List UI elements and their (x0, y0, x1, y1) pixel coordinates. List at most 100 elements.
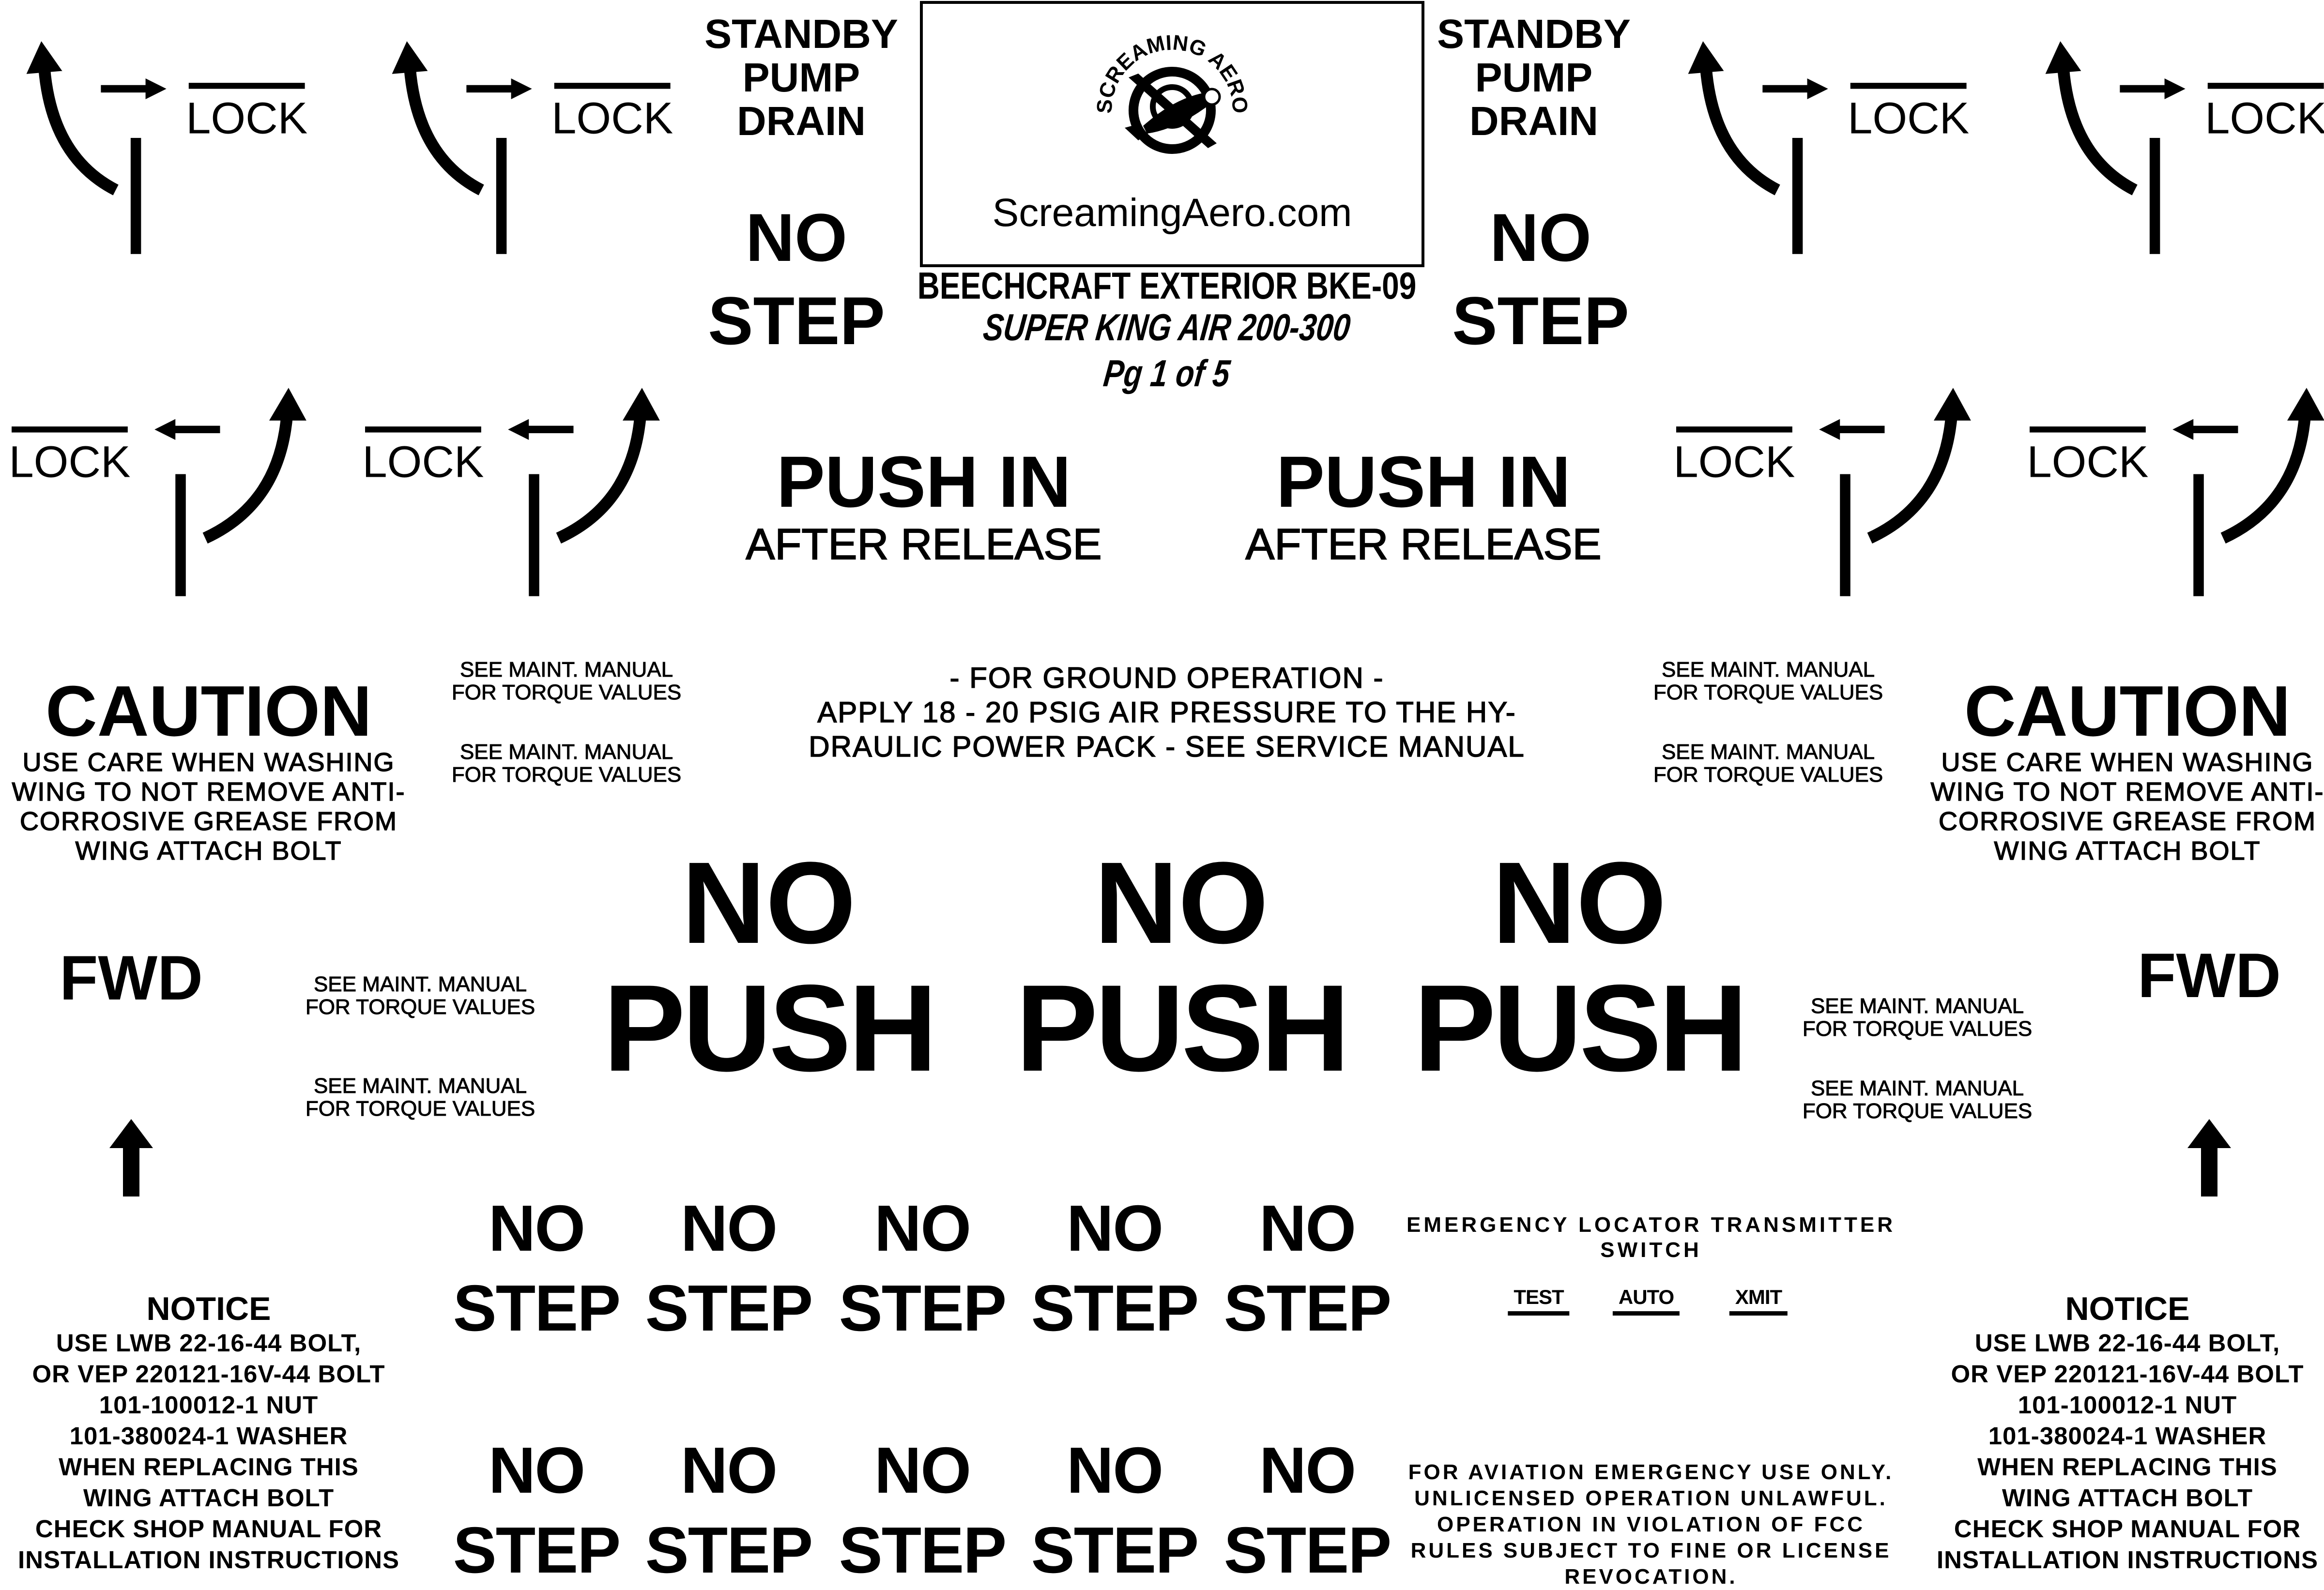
no-step-top-right: NO STEP (1452, 196, 1629, 363)
line: USE CARE WHEN WASHING (1941, 747, 2314, 777)
lock-label: LOCK (551, 93, 673, 143)
lever-bar (496, 137, 507, 254)
line: RULES SUBJECT TO FINE OR LICENSE (1410, 1539, 1892, 1562)
no-text: NO (680, 1434, 778, 1507)
line: FOR TORQUE VALUES (305, 1097, 535, 1121)
forward-arrow-icon (109, 1119, 153, 1196)
no-text: NO (874, 1192, 971, 1265)
line: STANDBY (704, 11, 898, 57)
line: STANDBY (1437, 11, 1631, 57)
line: SEE MAINT. MANUAL (459, 658, 673, 681)
step-text: STEP (453, 1514, 621, 1587)
page-number: Pg 1 of 5 (1101, 352, 1232, 394)
line: DRAIN (1469, 98, 1598, 144)
title-line1: BEECHCRAFT EXTERIOR BKE-09 (917, 264, 1417, 307)
line: OR VEP 220121-16V-44 BOLT (1951, 1360, 2304, 1388)
line: WING TO NOT REMOVE ANTI- (12, 777, 406, 807)
no-text: NO (874, 1434, 971, 1507)
step-text: STEP (1223, 1272, 1392, 1345)
step-text: STEP (645, 1514, 813, 1587)
caution-right: CAUTION USE CARE WHEN WASHING WING TO NO… (1930, 675, 2324, 866)
curved-arrow-icon (556, 388, 660, 544)
lever-bar (175, 474, 186, 596)
fcc-warning: FOR AVIATION EMERGENCY USE ONLY. UNLICEN… (1408, 1459, 1894, 1590)
airplane-icon (1125, 74, 1221, 148)
lock-label: LOCK (365, 437, 484, 487)
no-step-top-left: NO STEP (708, 196, 885, 363)
lock-label: LOCK (1676, 437, 1795, 487)
push-text: PUSH (603, 959, 937, 1097)
arrow-right-icon (466, 78, 532, 99)
lock-arrow-group: LOCK (392, 41, 673, 254)
arrow-left-icon (1819, 419, 1885, 440)
standby-pump-drain-right: STANDBY PUMP DRAIN (1437, 12, 1631, 143)
line: USE LWB 22-16-44 BOLT, (1974, 1329, 2280, 1357)
line: FOR TORQUE VALUES (1802, 1017, 2033, 1041)
line: PUMP (1475, 55, 1593, 100)
curved-arrow-icon (392, 41, 484, 196)
no-text: NO (488, 1434, 585, 1507)
arrow-left-icon (508, 419, 574, 440)
line: CORROSIVE GREASE FROM (19, 806, 398, 836)
line: USE CARE WHEN WASHING (22, 747, 395, 777)
lever-bar (529, 474, 539, 596)
no-text: NO (1066, 1434, 1163, 1507)
push-in-right: PUSH IN AFTER RELEASE (1245, 443, 1602, 569)
elt-position-auto: AUTO (1612, 1285, 1680, 1316)
line: OPERATION IN VIOLATION OF FCC (1437, 1513, 1865, 1536)
lock-label: LOCK (1848, 93, 1969, 143)
curved-arrow-icon (202, 388, 306, 544)
lock-label: LOCK (186, 93, 307, 143)
fwd-label-left: FWD (60, 942, 203, 1013)
curved-arrow-icon (1867, 388, 1971, 544)
no-text: NO (1259, 1434, 1356, 1507)
line: USE LWB 22-16-44 BOLT, (56, 1329, 362, 1357)
curved-arrow-icon (2220, 388, 2324, 544)
push-in-sub: AFTER RELEASE (1245, 520, 1602, 569)
no-push-3: NO PUSH (1414, 838, 1748, 1094)
line: EMERGENCY LOCATOR TRANSMITTER (1406, 1213, 1896, 1237)
caution-heading: CAUTION (1964, 671, 2291, 751)
elt-position-test: TEST (1508, 1285, 1570, 1316)
line: FOR TORQUE VALUES (1653, 763, 1883, 787)
arrow-right-icon (2120, 78, 2186, 99)
caution-left: CAUTION USE CARE WHEN WASHING WING TO NO… (12, 675, 405, 866)
no-text: NO (1492, 838, 1667, 968)
lever-bar (2149, 137, 2160, 254)
line: WING TO NOT REMOVE ANTI- (1930, 777, 2324, 807)
line: WHEN REPLACING THIS (59, 1453, 359, 1481)
lever-bar (130, 137, 141, 254)
lever-bar (1840, 474, 1850, 596)
no-text: NO (1259, 1192, 1356, 1265)
line: SEE MAINT. MANUAL (1810, 994, 2024, 1018)
line: REVOCATION. (1564, 1565, 1738, 1589)
arrow-right-icon (1762, 78, 1828, 99)
arrow-right-icon (101, 78, 167, 99)
line: 101-380024-1 WASHER (1988, 1422, 2267, 1450)
lock-label: LOCK (12, 437, 131, 487)
step-text: STEP (839, 1514, 1007, 1587)
lever-bar (2193, 474, 2204, 596)
forward-arrow-icon (2187, 1119, 2231, 1196)
line: DRAULIC POWER PACK - SEE SERVICE MANUAL (809, 730, 1525, 763)
line: SEE MAINT. MANUAL (313, 972, 527, 996)
line: FOR TORQUE VALUES (1653, 681, 1883, 704)
notice-left: NOTICE USE LWB 22-16-44 BOLT, OR VEP 220… (18, 1290, 399, 1575)
line: CHECK SHOP MANUAL FOR (1954, 1515, 2301, 1543)
line: CHECK SHOP MANUAL FOR (35, 1515, 382, 1543)
no-text: NO (1094, 838, 1269, 968)
notice-heading: NOTICE (2065, 1290, 2190, 1327)
title-line2: SUPER KING AIR 200-300 (981, 306, 1353, 348)
